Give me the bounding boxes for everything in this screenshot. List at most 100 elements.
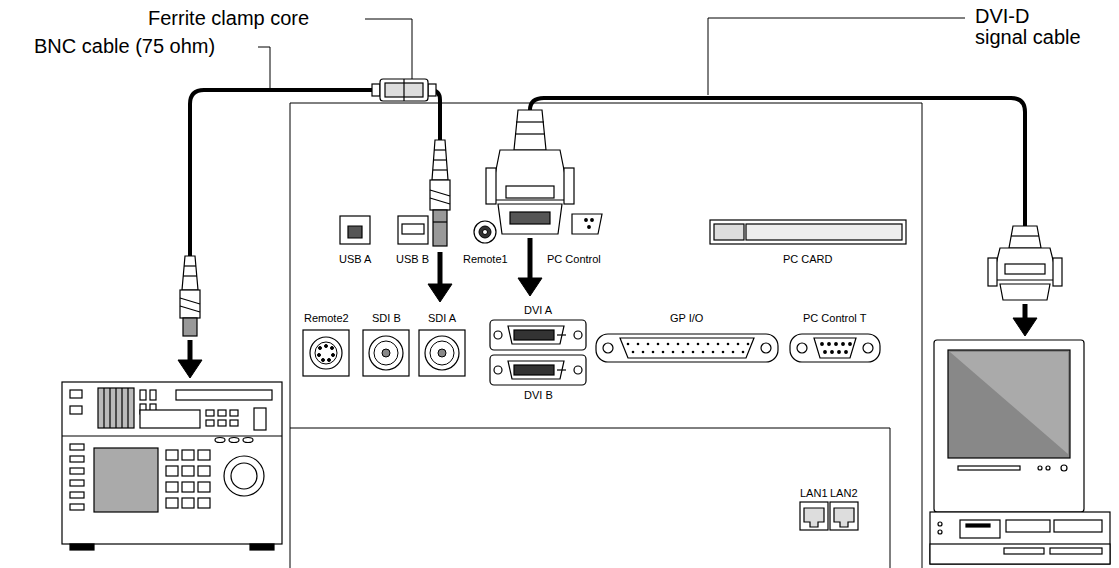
personal-computer (950, 352, 1068, 454)
dsub-port (790, 334, 880, 362)
dvi-plug (1011, 235, 1039, 236)
ferrite-core (428, 84, 436, 96)
lan-port (800, 502, 858, 530)
dsub-port (588, 226, 591, 229)
video-deck (250, 544, 274, 550)
video-deck (176, 390, 272, 400)
dsub-port (572, 214, 602, 234)
personal-computer (1061, 465, 1067, 471)
gpio-pins (737, 343, 740, 346)
remote-socket (322, 359, 325, 362)
gpio-pins (742, 351, 745, 354)
dvi-cable (530, 98, 1025, 232)
remote-socket (328, 359, 331, 362)
dvi-plug (510, 212, 550, 224)
bnc-plug (433, 159, 447, 160)
video-deck (198, 498, 210, 508)
video-deck (224, 456, 264, 496)
panel-outline (290, 103, 922, 568)
remote-jack (479, 226, 491, 238)
personal-computer (966, 524, 990, 527)
video-deck (121, 388, 122, 428)
personal-computer (938, 522, 942, 526)
video-deck (70, 480, 84, 486)
bnc-socket (369, 336, 403, 370)
remote-socket (315, 342, 337, 364)
ferrite-core (403, 79, 404, 101)
video-deck (70, 468, 84, 474)
dvi-port (514, 365, 554, 375)
gpio-pins (717, 343, 720, 346)
dvi-port (490, 355, 586, 385)
video-deck (182, 450, 194, 460)
personal-computer (960, 520, 1000, 538)
port-label: DVI A (524, 304, 552, 317)
port-label: GP I/O (670, 312, 703, 325)
connect-arrow (188, 340, 193, 362)
port-label: USB A (339, 253, 371, 266)
port-label: PC CARD (783, 253, 833, 266)
gpio-pins (642, 351, 645, 354)
video-deck (70, 444, 84, 450)
dvi-plug (988, 226, 1062, 300)
dvi-cable (530, 98, 1025, 232)
video-deck (70, 504, 84, 510)
remote-jack (474, 221, 496, 243)
lan-port (830, 502, 858, 530)
gpio-pins (637, 343, 640, 346)
gpio-pins (672, 351, 675, 354)
video-deck (198, 482, 210, 492)
video-deck (215, 438, 225, 443)
video-deck (206, 410, 214, 416)
connect-arrow (528, 238, 533, 280)
gpio-pins (727, 343, 730, 346)
video-deck (218, 420, 226, 426)
bnc-socket (363, 330, 465, 376)
gpio-pins (747, 343, 750, 346)
dsub-port (838, 351, 841, 354)
bnc-cable (190, 90, 378, 256)
dsub-port (585, 219, 588, 222)
personal-computer (1046, 466, 1050, 470)
port-label: SDI A (428, 312, 456, 325)
dvi-plug (490, 150, 570, 200)
gpio-port (596, 334, 778, 362)
usb-port (398, 216, 428, 244)
remote-jack (474, 221, 496, 243)
port-label: PC Control T (803, 312, 866, 325)
gpio-pins (667, 343, 670, 346)
bnc-plug (183, 275, 197, 276)
dvi-port (514, 330, 554, 340)
personal-computer (1050, 548, 1102, 554)
video-deck (70, 456, 84, 462)
ferrite-core (380, 79, 428, 101)
video-deck (103, 388, 104, 428)
bnc-cable (190, 90, 440, 256)
video-deck (62, 382, 282, 544)
dsub-port (849, 343, 852, 346)
dvi-port (557, 334, 566, 335)
gpio-port (603, 343, 613, 353)
remote-socket (331, 347, 334, 350)
remote-socket (318, 354, 321, 357)
dvi-plug (1000, 284, 1050, 300)
gpio-pins (627, 343, 630, 346)
video-deck (166, 466, 178, 476)
dvi-port (490, 320, 586, 350)
video-deck (62, 435, 282, 436)
video-deck (94, 448, 158, 512)
dvi-plug (515, 133, 545, 134)
video-deck (70, 390, 82, 398)
leader-line (258, 47, 270, 88)
usb-port (402, 224, 424, 234)
video-deck (182, 498, 194, 508)
lan-port (804, 508, 824, 527)
dvi-plug (486, 168, 496, 204)
remote-jack (483, 230, 488, 235)
dsub-port (572, 214, 602, 234)
pc-card-slot (714, 224, 744, 240)
remote-socket (303, 330, 349, 376)
dvi-port (574, 331, 582, 339)
personal-computer (1038, 466, 1042, 470)
